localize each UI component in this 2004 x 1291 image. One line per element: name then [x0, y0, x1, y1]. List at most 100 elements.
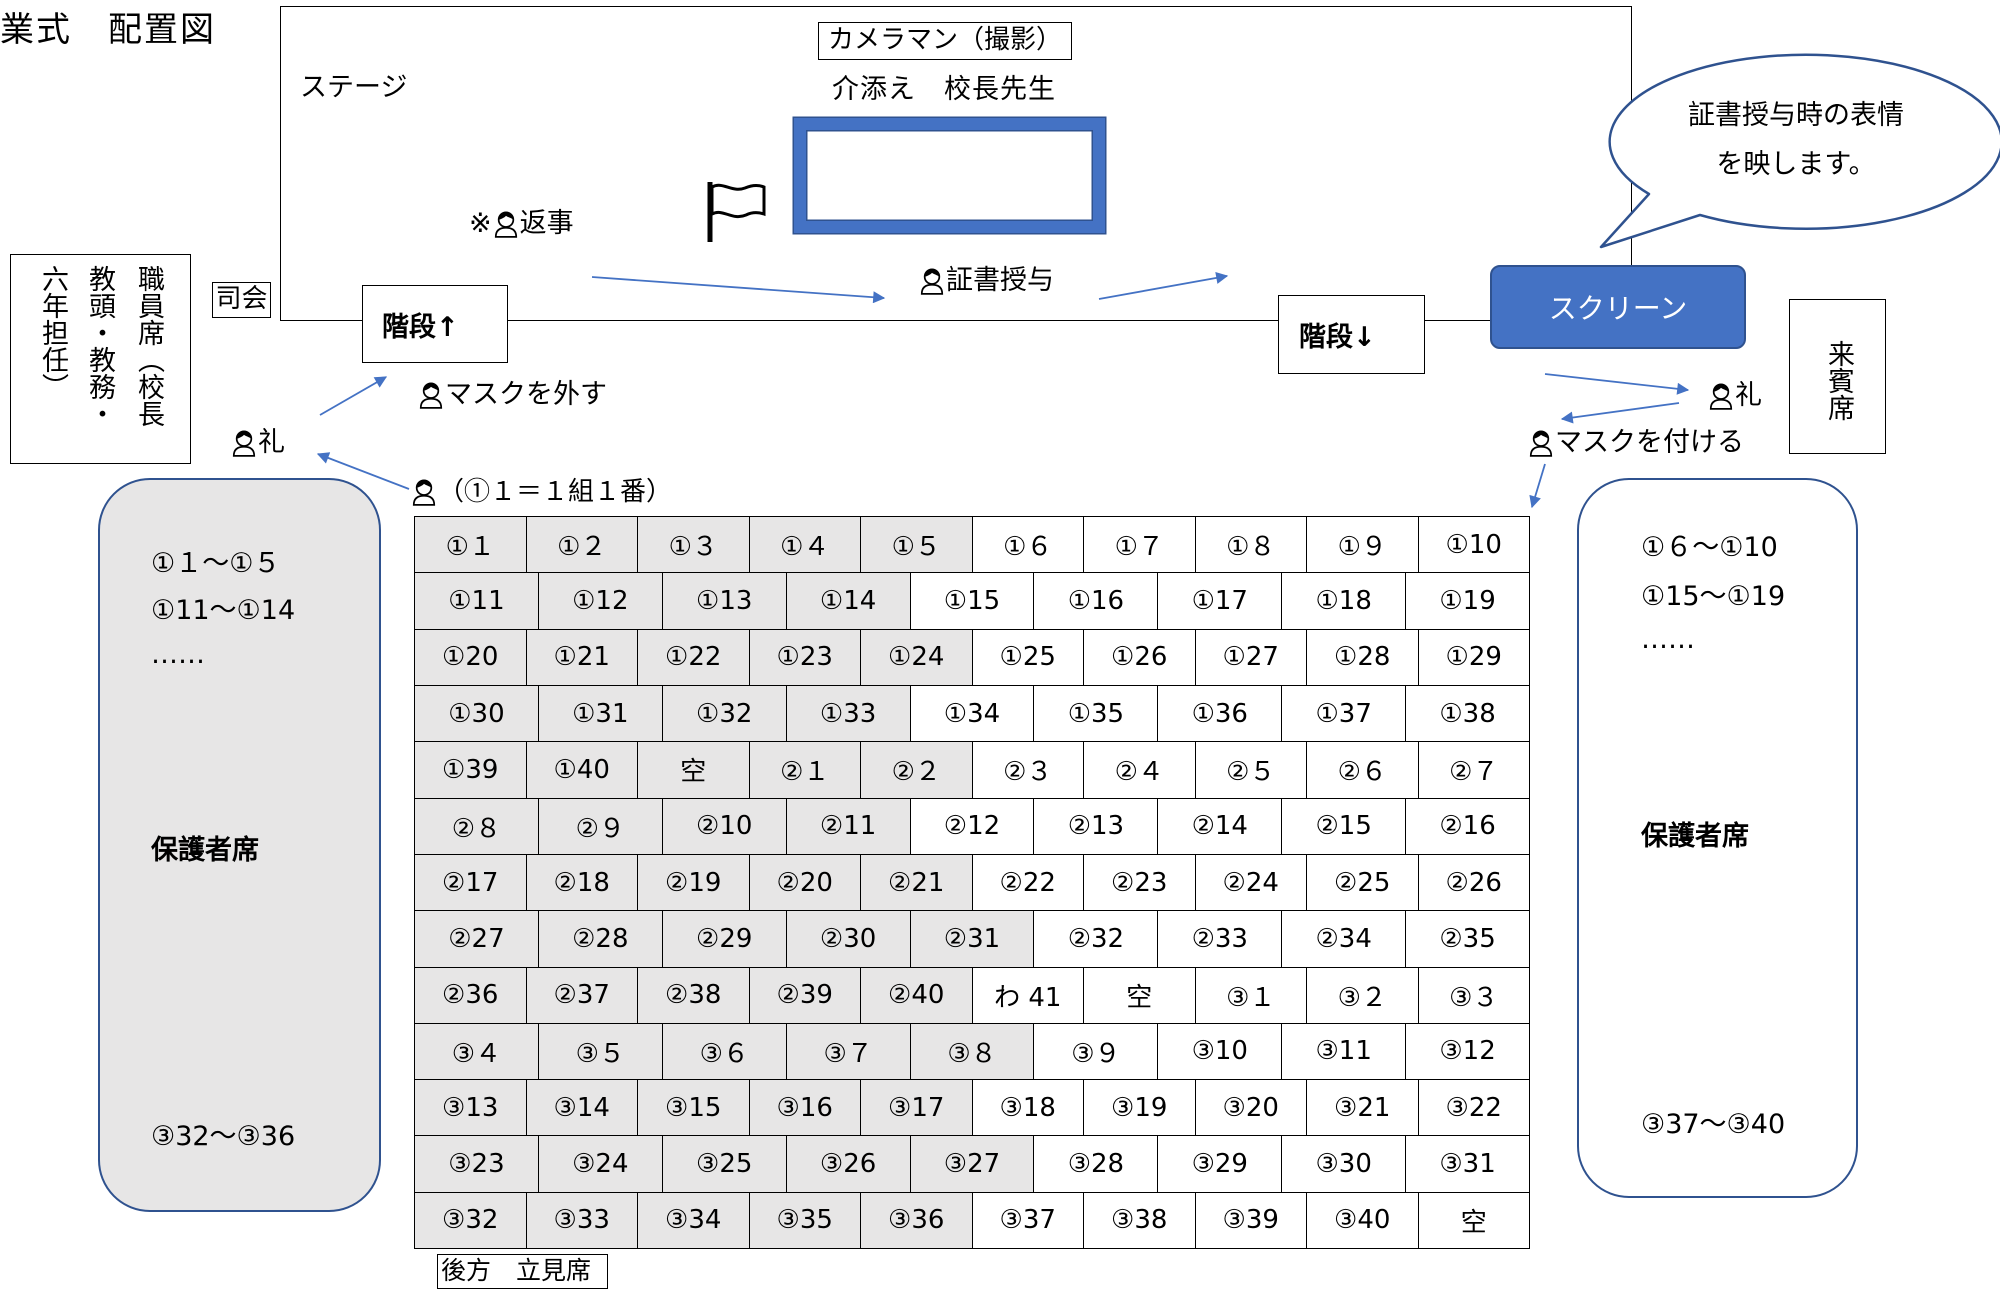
student-seat: ③11	[1282, 1023, 1407, 1080]
reply-mark: ※	[469, 208, 492, 239]
student-seat: ②１	[749, 742, 861, 798]
student-seat: ①19	[1406, 573, 1531, 629]
student-seat: ②９	[538, 798, 663, 854]
student-seat: ①26	[1084, 629, 1196, 685]
student-seat: ③６	[662, 1023, 787, 1080]
guest-seat: 来賓席	[1789, 299, 1886, 454]
person-icon	[231, 429, 257, 457]
screen: スクリーン	[1490, 265, 1746, 349]
student-seat: ①５	[861, 517, 973, 573]
student-seat: ②10	[662, 798, 787, 854]
student-seat: ③36	[861, 1192, 973, 1249]
student-seat: ③29	[1158, 1136, 1283, 1192]
student-seat: ①27	[1196, 629, 1307, 685]
speech-bubble-line: を映します。	[1716, 149, 1876, 180]
reply-label: 返事	[519, 208, 574, 239]
student-seat: ②39	[749, 967, 861, 1023]
diagram-title: 業式 配置図	[0, 10, 216, 50]
reply-note: ※ 返事	[469, 209, 574, 239]
parent-range-last: ③37～③40	[1641, 1109, 1786, 1140]
student-seat: ③35	[749, 1192, 861, 1249]
remove-mask-label: マスクを外す	[445, 379, 607, 410]
student-seat: ③14	[526, 1080, 638, 1136]
student-seat: ②25	[1307, 854, 1419, 911]
person-icon	[919, 267, 945, 295]
arrow-to-stairs-up	[319, 376, 388, 416]
student-seat: ③１	[1196, 967, 1307, 1023]
student-seat: ①29	[1419, 629, 1530, 685]
student-seat: ①４	[749, 517, 861, 573]
student-seat: ①23	[749, 629, 861, 685]
student-seat: ②16	[1406, 798, 1531, 854]
student-seat: ③23	[415, 1136, 539, 1192]
student-seat: ③10	[1158, 1023, 1283, 1080]
student-seat: ③７	[786, 1023, 911, 1080]
bow-right-note: 礼	[1707, 381, 1762, 411]
student-seat: ③19	[1084, 1080, 1196, 1136]
staff-seat-line: 教頭・教務・	[84, 265, 115, 427]
student-seat: ②35	[1406, 911, 1531, 967]
student-seat: ③17	[861, 1080, 973, 1136]
student-seat: ②30	[786, 911, 911, 967]
student-seat: ①15	[911, 573, 1035, 629]
student-seat: ②32	[1034, 911, 1159, 967]
student-seat: ③27	[910, 1136, 1035, 1192]
student-seat: ①35	[1034, 685, 1159, 742]
student-seat: ③26	[786, 1136, 911, 1192]
parent-range-line: ①11～①14	[151, 595, 296, 626]
student-seat: ②28	[538, 911, 663, 967]
parent-range-last: ③32～③36	[151, 1121, 296, 1152]
student-seat: ③32	[415, 1192, 527, 1249]
student-seat: ①11	[415, 573, 539, 629]
person-icon	[1708, 382, 1734, 410]
stairs-up-label: 階段↑	[382, 311, 459, 343]
student-seat: ①25	[973, 629, 1084, 685]
parent-seats-label: 保護者席	[151, 835, 259, 866]
student-seat: ①37	[1282, 685, 1407, 742]
student-seat: ③30	[1282, 1136, 1407, 1192]
student-seat: ③21	[1307, 1080, 1419, 1136]
parent-seats-right	[1577, 478, 1858, 1198]
guest-seat-label: 来賓席	[1823, 340, 1854, 421]
cameraman-label: カメラマン（撮影）	[818, 22, 1072, 60]
student-seat: ①28	[1307, 629, 1419, 685]
student-seat: ②17	[415, 854, 527, 911]
speech-bubble	[1599, 53, 2000, 249]
student-seat: ②18	[526, 854, 638, 911]
student-seat: ③37	[973, 1192, 1084, 1249]
student-seat: ②８	[415, 798, 539, 854]
student-seat: ①16	[1034, 573, 1159, 629]
student-seat: ①10	[1419, 517, 1530, 573]
person-icon	[493, 210, 519, 238]
student-seat: ③24	[538, 1136, 663, 1192]
student-seat: ①17	[1158, 573, 1283, 629]
student-seat: ①12	[538, 573, 663, 629]
student-seat: ②11	[786, 798, 911, 854]
person-icon	[1528, 429, 1554, 457]
student-seat: わ 41	[973, 967, 1084, 1023]
arrow-to-bow-right	[1544, 373, 1690, 395]
student-seat: ①３	[638, 517, 750, 573]
speech-bubble-line: 証書授与時の表情	[1688, 100, 1904, 131]
student-seat: ①20	[415, 629, 527, 685]
arrow-back-to-seats	[1529, 463, 1546, 509]
student-seat: ①９	[1307, 517, 1419, 573]
student-seat: ②４	[1084, 742, 1196, 798]
standing-area: 後方 立見席	[437, 1254, 608, 1289]
student-seat: ①18	[1282, 573, 1407, 629]
student-seat: ①32	[662, 685, 787, 742]
student-seat: ②14	[1158, 798, 1283, 854]
person-icon	[411, 478, 437, 506]
student-seat: ②29	[662, 911, 787, 967]
empty-seat: 空	[1419, 1192, 1530, 1249]
student-seat: ①21	[526, 629, 638, 685]
stairs-up: 階段↑	[362, 285, 508, 363]
student-seat: ①33	[786, 685, 911, 742]
